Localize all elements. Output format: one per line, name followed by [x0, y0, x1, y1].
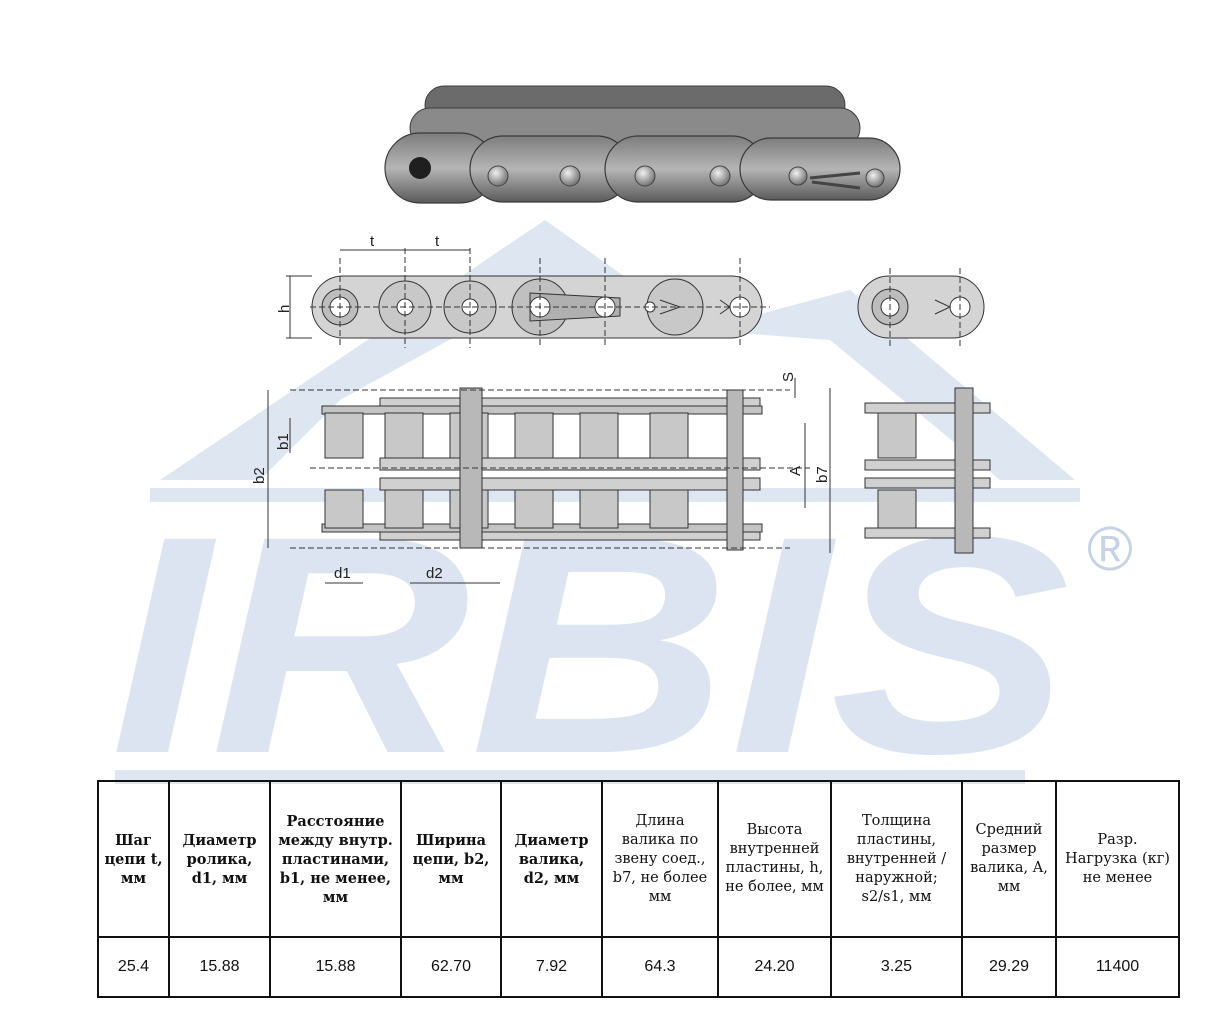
mountain-peak-right	[700, 290, 1075, 480]
cell-strand-spacing: 29.29	[961, 936, 1057, 998]
cell-pin-diameter: 7.92	[500, 936, 603, 998]
cell-chain-width: 62.70	[400, 936, 502, 998]
header-pin-length: Длина валика по звену соед., b7, не боле…	[601, 780, 719, 938]
label-b1: b1	[275, 433, 292, 450]
cell-plate-thickness: 3.25	[830, 936, 963, 998]
header-roller-diameter: Диаметр ролика, d1, мм	[168, 780, 271, 938]
plan-view	[267, 378, 831, 584]
label-t-2: t	[435, 233, 440, 250]
label-h: h	[276, 305, 293, 313]
cell-pin-length: 64.3	[601, 936, 719, 998]
header-inner-width: Расстояние между внутр. пластинами, b1, …	[269, 780, 402, 938]
chain-photo	[384, 85, 901, 204]
table-header-row: Шаг цепи t, мм Диаметр ролика, d1, мм Ра…	[97, 780, 1180, 938]
label-t-1: t	[370, 233, 375, 250]
header-breaking-load: Разр. Нагрузка (кг) не менее	[1055, 780, 1180, 938]
label-d2: d2	[426, 565, 443, 582]
header-chain-width: Ширина цепи, b2, мм	[400, 780, 502, 938]
end-view-bottom	[864, 387, 991, 554]
chain-technical-drawing: t t h S b1 b2 A b7 d1 d2	[251, 233, 991, 584]
cell-roller-diameter: 15.88	[168, 936, 271, 998]
table-row: 25.4 15.88 15.88 62.70 7.92 64.3 24.20 3…	[97, 936, 1180, 998]
header-plate-height: Высота внутренней пластины, h, не более,…	[717, 780, 832, 938]
end-view-top	[857, 268, 985, 348]
chain-spec-table: Шаг цепи t, мм Диаметр ролика, d1, мм Ра…	[97, 780, 1180, 998]
header-plate-thickness: Толщина пластины, внутренней /наружной; …	[830, 780, 963, 938]
registered-mark: ®	[1087, 515, 1133, 584]
cell-pitch: 25.4	[97, 936, 170, 998]
label-d1: d1	[334, 565, 351, 582]
header-strand-spacing: Средний размер валика, A, мм	[961, 780, 1057, 938]
header-pin-diameter: Диаметр валика, d2, мм	[500, 780, 603, 938]
label-b7: b7	[814, 466, 831, 483]
label-a: A	[787, 466, 804, 476]
label-b2: b2	[251, 467, 268, 484]
cell-breaking-load: 11400	[1055, 936, 1180, 998]
cell-inner-width: 15.88	[269, 936, 402, 998]
side-view	[286, 248, 770, 348]
header-pitch: Шаг цепи t, мм	[97, 780, 170, 938]
cell-plate-height: 24.20	[717, 936, 832, 998]
label-s: S	[780, 372, 797, 382]
